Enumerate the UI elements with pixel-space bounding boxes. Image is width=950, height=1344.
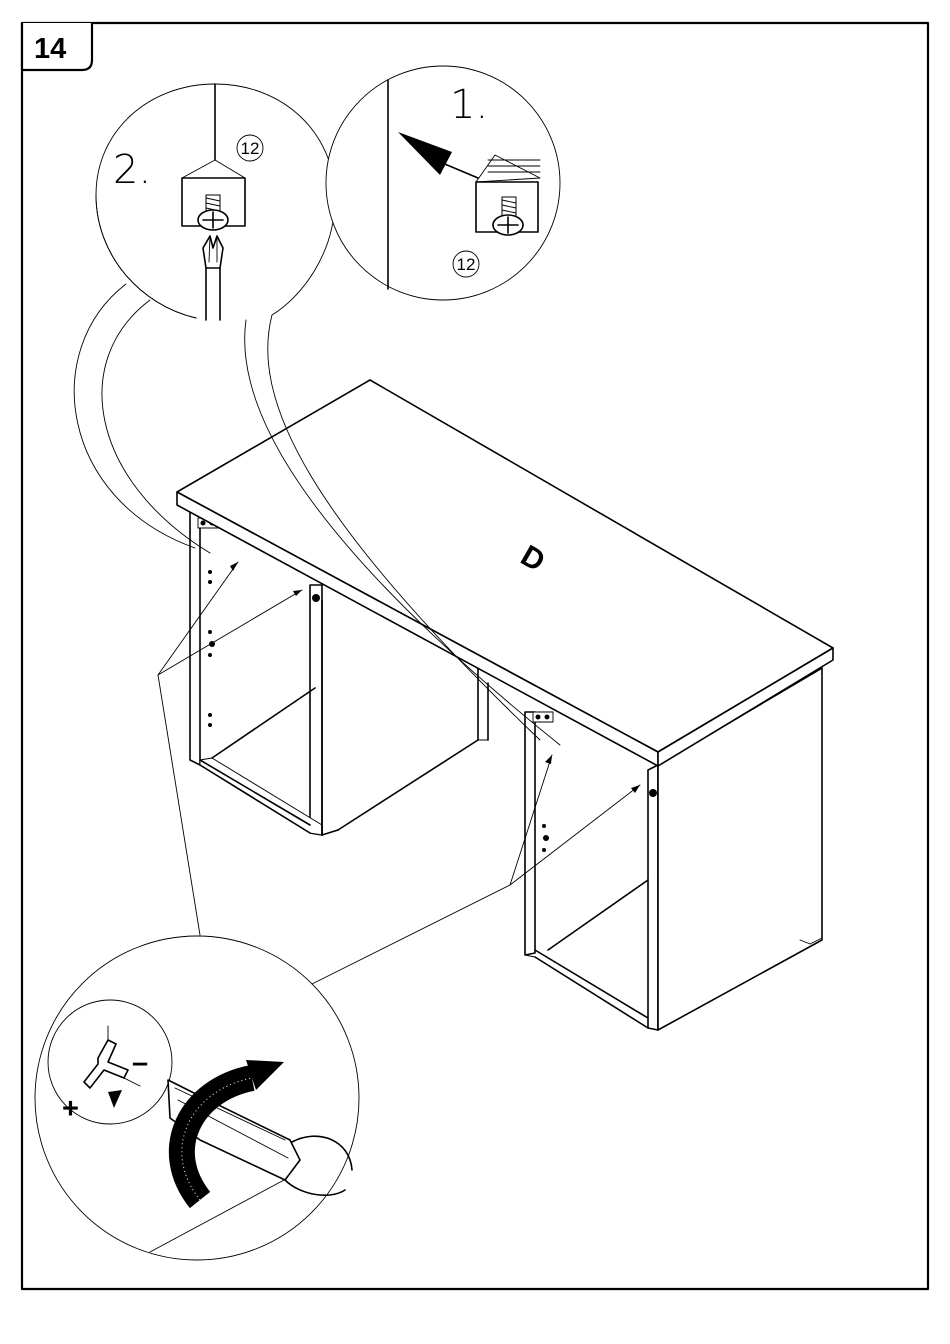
- tighten-symbol: +: [62, 1093, 79, 1125]
- step-label-1: 1.: [450, 82, 488, 128]
- step-badge: 14: [22, 23, 92, 70]
- desk-assembly: D: [158, 380, 833, 1030]
- step-number: 14: [34, 33, 66, 65]
- part-number-label: 12: [457, 255, 476, 274]
- loosen-symbol: –: [132, 1047, 148, 1079]
- detail-cam-lock: + –: [35, 936, 359, 1260]
- step-label-2: 2.: [113, 147, 151, 193]
- desk-top-panel: D: [177, 380, 833, 766]
- detail-insert-connector: 1. 12: [326, 66, 560, 300]
- screwdriver-icon: [203, 236, 223, 320]
- part-number-label: 12: [241, 139, 260, 158]
